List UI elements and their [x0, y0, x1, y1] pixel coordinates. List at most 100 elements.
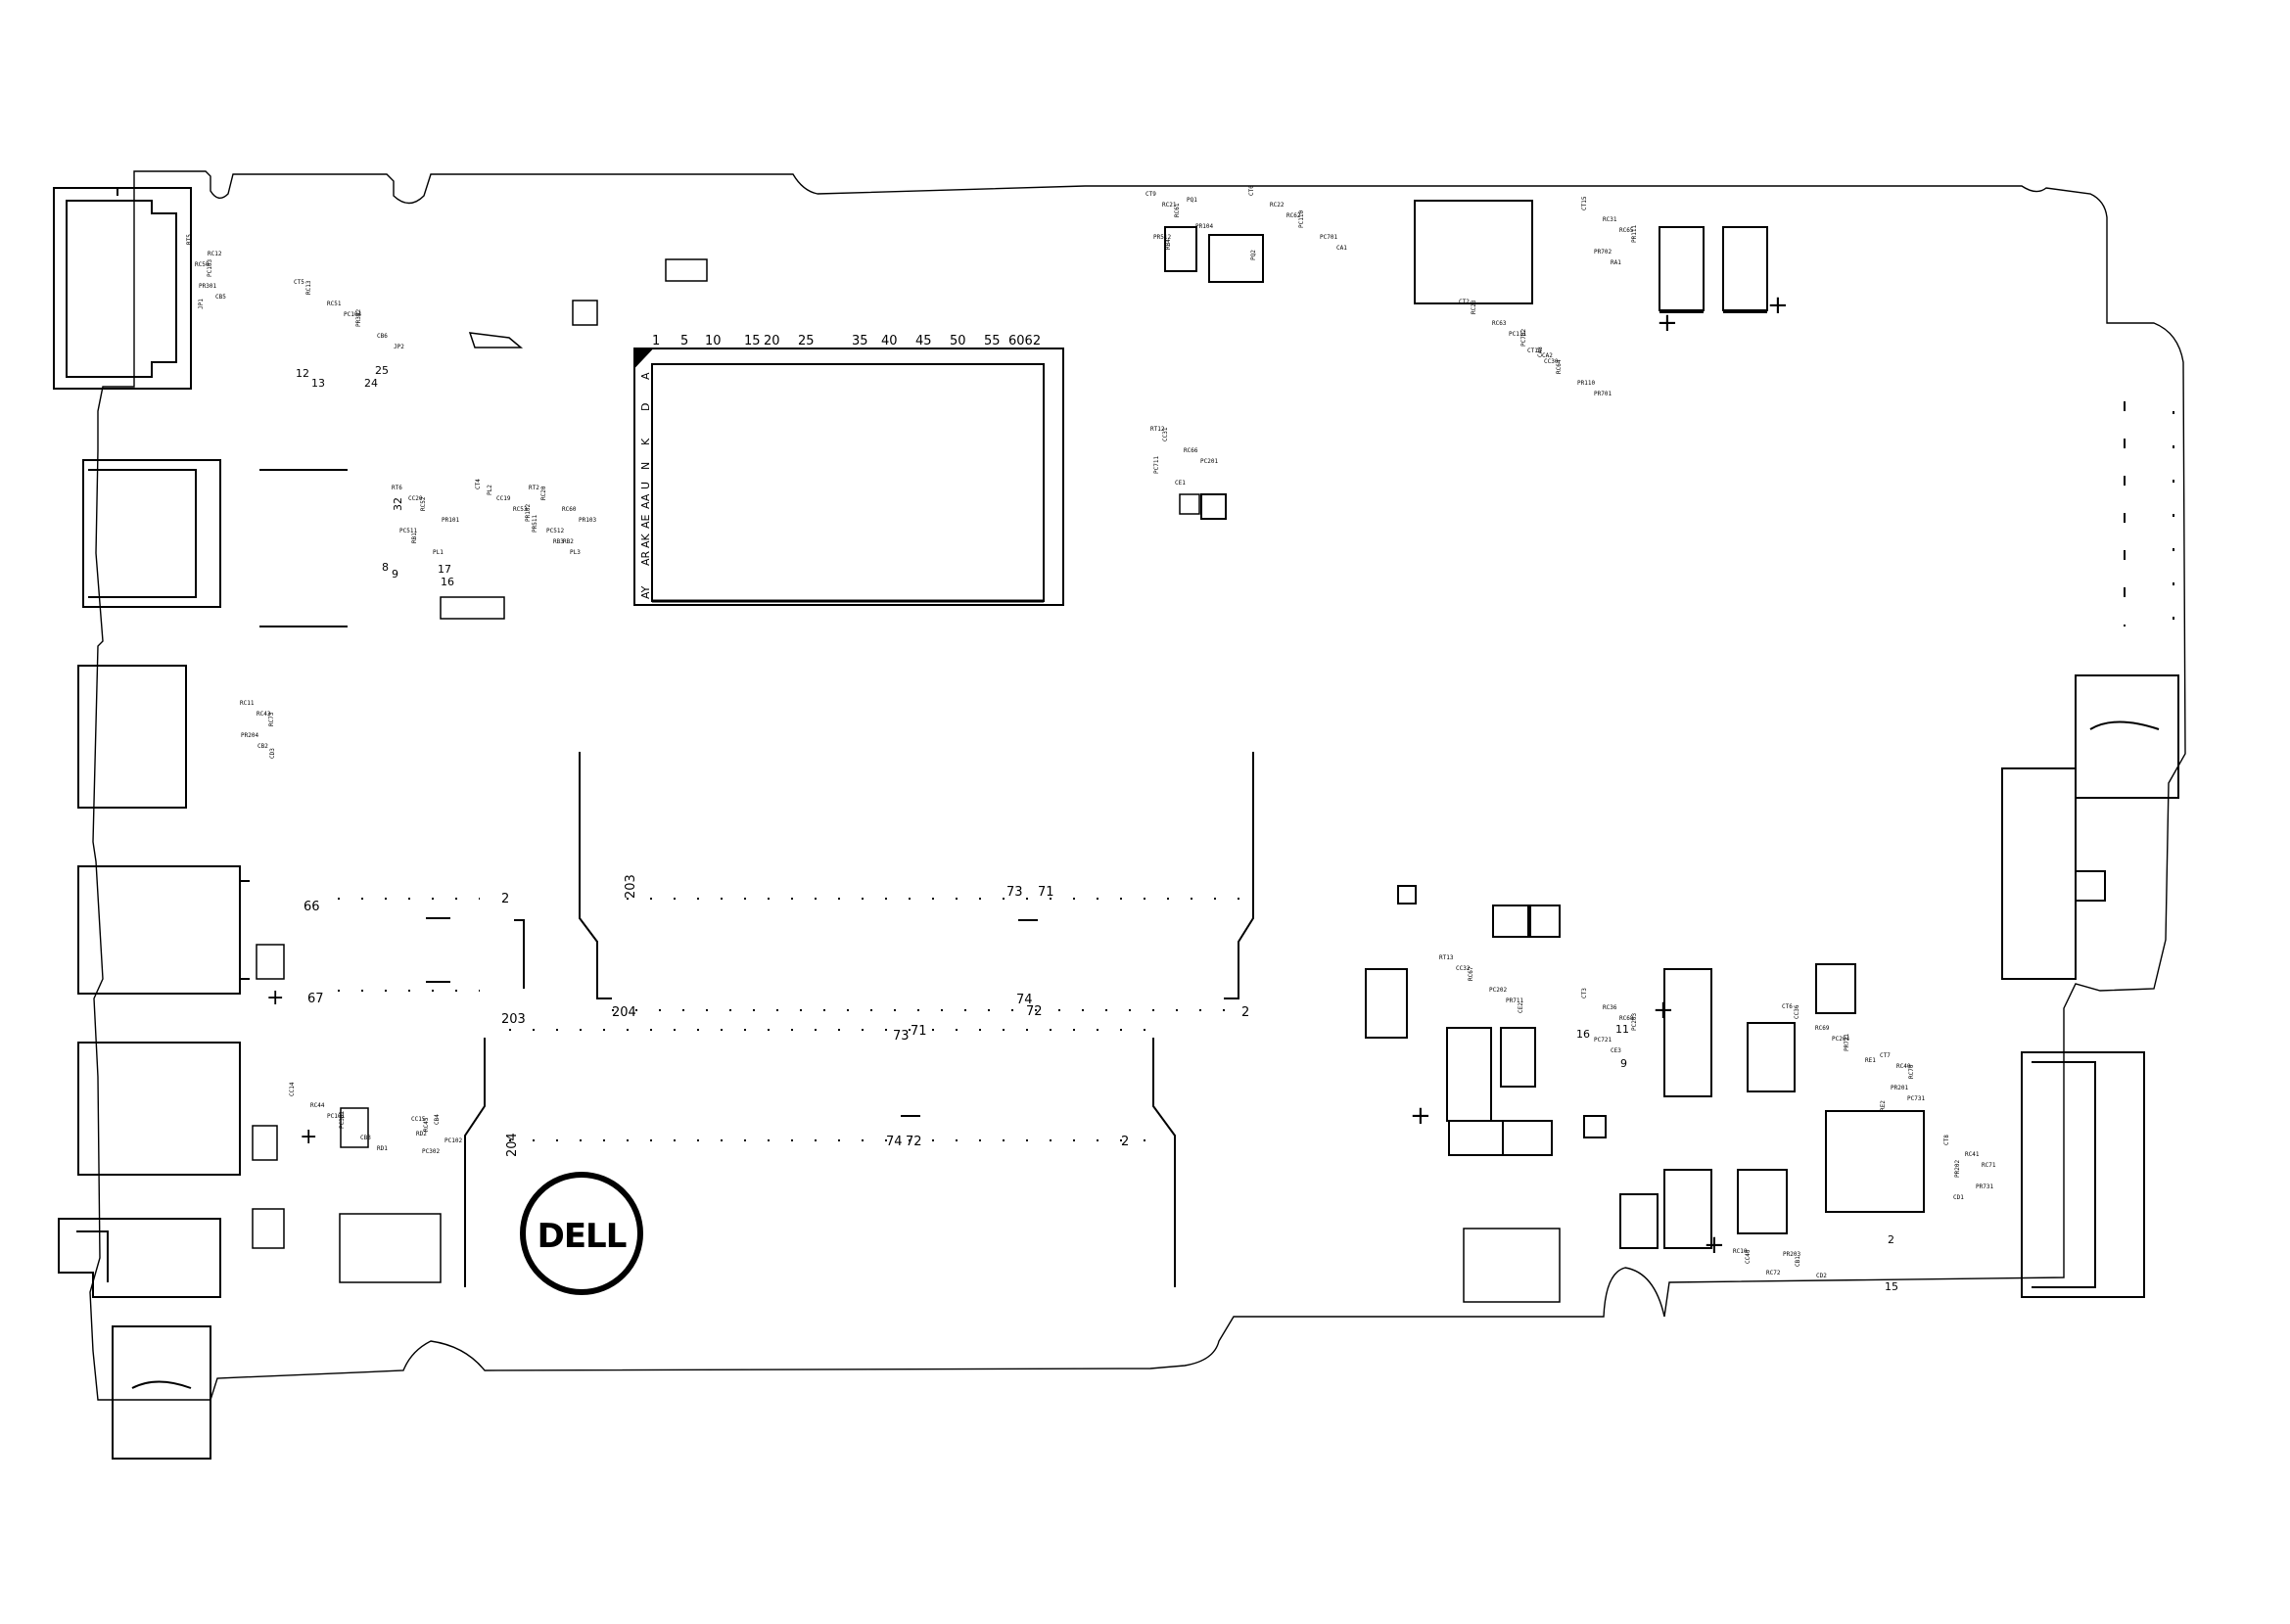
- upper-slot-pin-labels: 203 73 71 204 74 72 2: [612, 874, 1249, 1020]
- upper-slot-pin-203: 203: [624, 874, 638, 899]
- label-32: 32: [392, 497, 404, 511]
- refdes-ct6: CT6: [1782, 1003, 1793, 1010]
- refdes-rc71: RC71: [1982, 1162, 1996, 1169]
- polarity-plus-4: +: [1653, 996, 1674, 1025]
- refdes-cd3: CD3: [269, 748, 276, 759]
- cpu-top-pin-45: 45: [915, 334, 932, 348]
- polarity-plus-5: +: [1704, 1230, 1725, 1260]
- left-horizontal-connector: [338, 898, 525, 992]
- cpu-side-pin-AE: AE: [639, 514, 652, 529]
- refdes-pr731: PR731: [1976, 1183, 1993, 1190]
- refdes-rc73: RC73: [268, 712, 275, 726]
- refdes-rd1: RD1: [377, 1145, 388, 1152]
- refdes-pc204: PC204: [1832, 1036, 1849, 1043]
- refdes-rc22: RC22: [1270, 202, 1285, 209]
- cpu-top-pin-1: 1: [652, 334, 660, 348]
- upper-slot-pin-72: 72: [1026, 1004, 1043, 1019]
- refdes-ra1: RA1: [1611, 259, 1621, 266]
- refdes-pc701: PC701: [1320, 234, 1337, 241]
- refdes-rc52: RC52: [420, 496, 427, 511]
- refdes-cc30: CC30: [1544, 358, 1559, 365]
- refdes-pr111: PR111: [1631, 225, 1638, 243]
- refdes-rc36: RC36: [1603, 1004, 1617, 1011]
- refdes-rc69: RC69: [1815, 1025, 1830, 1032]
- polarity-plus-2: +: [1767, 291, 1789, 320]
- label-11: 11: [1615, 1023, 1629, 1036]
- cpu-top-pin-55: 55: [984, 334, 1001, 348]
- refdes-ct8: CT8: [1943, 1135, 1950, 1145]
- refdes-rc67: RC67: [1468, 966, 1474, 981]
- upper-slot-pin-71: 71: [1038, 885, 1054, 900]
- refdes-cb5: CB5: [215, 294, 226, 301]
- refdes-pr203: PR203: [1783, 1251, 1800, 1258]
- refdes-pc512: PC512: [546, 528, 564, 534]
- refdes-rt2: RT2: [529, 485, 539, 491]
- polarity-plus-1: +: [1657, 308, 1678, 338]
- refdes-rc72: RC72: [1766, 1270, 1781, 1276]
- cpu-top-pin-10: 10: [705, 334, 722, 348]
- refdes-ca1: CA1: [1336, 245, 1347, 252]
- refdes-rc60: RC60: [562, 506, 577, 513]
- left-connector-pin-labels: 66 67 2: [304, 892, 509, 1006]
- left-connector-pin-2: 2: [501, 892, 509, 906]
- refdes-rc51: RC51: [327, 301, 342, 307]
- refdes-cc20: CC20: [408, 495, 423, 502]
- refdes-pc721: PC721: [1594, 1037, 1612, 1044]
- refdes-pr104: PR104: [1195, 223, 1213, 230]
- memory-slot-lower: [464, 1029, 1176, 1287]
- cpu-top-pin-40: 40: [881, 334, 898, 348]
- refdes-rc50: RC50: [195, 261, 210, 268]
- refdes-ce3: CE3: [1611, 1047, 1621, 1054]
- refdes-rc63: RC63: [1492, 320, 1507, 327]
- cpu-top-pin-25: 25: [798, 334, 815, 348]
- refdes-pr201: PR201: [1891, 1085, 1908, 1091]
- refdes-rc68: RC68: [1619, 1015, 1634, 1022]
- refdes-pr103: PR103: [579, 517, 596, 524]
- refdes-rc53: RC53: [513, 506, 528, 513]
- refdes-pc103: PC103: [207, 259, 213, 277]
- refdes-rc40: RC40: [1896, 1063, 1911, 1070]
- refdes-rc20: RC20: [540, 486, 547, 500]
- refdes-pc511: PC511: [399, 528, 417, 534]
- lower-slot-pin-74: 74: [886, 1135, 903, 1149]
- refdes-pr102: PR102: [525, 504, 532, 522]
- left-port-usb-4: [77, 1042, 241, 1176]
- refdes-ct3: CT3: [1581, 988, 1588, 998]
- lower-slot-pin-71: 71: [911, 1024, 927, 1039]
- lower-slot-pin-labels: 203 73 71 204 74 72 2: [501, 1012, 1129, 1157]
- refdes-ct9: CT9: [1145, 191, 1156, 198]
- refdes-pl3: PL3: [570, 549, 581, 556]
- refdes-rc61: RC61: [1174, 203, 1181, 217]
- polarity-marks: + + + + + + +: [266, 291, 1789, 1260]
- refdes-pc111: PC111: [1509, 331, 1526, 338]
- refdes-jp1: JP1: [198, 299, 205, 309]
- refdes-pc301: PC301: [339, 1111, 346, 1129]
- refdes-rc31: RC31: [1603, 216, 1617, 223]
- refdes-pr301: PR301: [199, 283, 216, 290]
- label-24: 24: [364, 377, 378, 390]
- cpu-side-pin-N: N: [639, 462, 652, 470]
- cpu-top-pin-6062: 6062: [1008, 334, 1041, 348]
- refdes-rc66: RC66: [1184, 447, 1198, 454]
- refdes-pr701: PR701: [1594, 391, 1612, 397]
- refdes-rc41: RC41: [1965, 1151, 1980, 1158]
- refdes-pr511: PR511: [532, 515, 538, 533]
- refdes-cd1: CD1: [1953, 1194, 1964, 1201]
- refdes-re2: RE2: [1880, 1100, 1887, 1111]
- bottom-left-connector: [112, 1325, 211, 1460]
- cpu-side-pin-AA: AA: [639, 493, 652, 509]
- refdes-pc102: PC102: [444, 1137, 462, 1144]
- refdes-pc202: PC202: [1489, 987, 1507, 994]
- refdes-rt5: RT5: [186, 234, 193, 245]
- refdes-rt6: RT6: [392, 485, 402, 491]
- left-port-usb-3: [77, 865, 250, 995]
- refdes-rc12: RC12: [208, 251, 222, 257]
- refdes-ct4: CT4: [475, 479, 482, 489]
- refdes-pr711: PR711: [1506, 998, 1523, 1004]
- refdes-ct2: CT2: [1459, 299, 1470, 305]
- refdes-ct10: CT10: [1527, 348, 1542, 354]
- label-8: 8: [382, 561, 389, 574]
- refdes-rb1: RB1: [411, 533, 418, 543]
- refdes-cc31: CC31: [1162, 427, 1169, 441]
